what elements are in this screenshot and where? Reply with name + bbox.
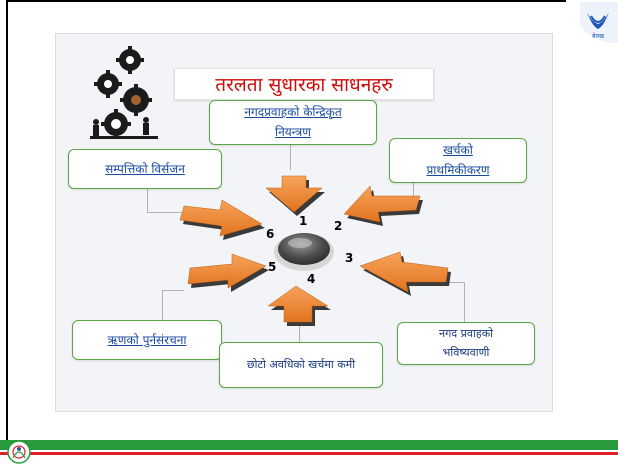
frame-left-border (6, 0, 8, 440)
footer-green-band (0, 440, 618, 450)
arrow-number-2: 2 (334, 219, 342, 233)
connector-left-h (147, 212, 187, 213)
footer-red-band (0, 452, 618, 455)
node-bottom-right-line-1: नगद प्रवाहको (439, 327, 493, 340)
arrow-number-5: 5 (268, 260, 276, 274)
arrow-number-4: 4 (307, 272, 315, 286)
node-left-line-1: सम्पत्तिको विर्सजन (105, 162, 185, 176)
connector-bottom-left-h (162, 290, 184, 291)
node-expense-prioritization: खर्चको प्राथमिकीकरण (389, 138, 527, 183)
node-bottom-line-1: छोटो अवधिको खर्चमा कमी (246, 358, 356, 371)
node-bottom-left-line-1: ऋणको पुर्नसंरचना (107, 333, 187, 347)
connector-bottom-left (162, 290, 163, 320)
connector-bottom-right (464, 282, 465, 324)
arrow-number-1: 1 (299, 214, 307, 228)
node-top-right-line-2: प्राथमिकीकरण (426, 163, 490, 177)
diagram-title: तरलता सुधारका साधनहरु (215, 74, 393, 96)
node-top-line-2: नियन्त्रण (275, 125, 311, 139)
node-asset-disposal: सम्पत्तिको विर्सजन (68, 149, 222, 189)
node-top-line-1: नगदप्रवाहको केन्द्रिकृत (244, 105, 342, 119)
arrow-number-6: 6 (266, 227, 274, 241)
node-top-right-line-1: खर्चको (443, 143, 473, 157)
connector-left (147, 188, 148, 212)
arrow-1 (265, 175, 325, 216)
node-cashflow-forecasting: नगद प्रवाहको भविष्यवाणी (397, 322, 535, 365)
arrow-2 (343, 185, 423, 226)
node-bottom-right-line-2: भविष्यवाणी (442, 346, 490, 359)
arrow-number-3: 3 (345, 251, 353, 265)
arrow-4 (267, 285, 331, 326)
footer-white-band (0, 450, 618, 452)
arrows-layer: 1 2 3 4 5 6 (179, 175, 451, 326)
center-button-icon (274, 233, 334, 271)
connector-bottom-right-h (440, 282, 464, 283)
arrow-5 (187, 253, 269, 292)
node-short-term-expense-cut: छोटो अवधिको खर्चमा कमी (219, 342, 383, 388)
connector-top-right (413, 180, 414, 198)
diagram-title-box: तरलता सुधारका साधनहरु (174, 68, 434, 100)
organization-logo-icon: बेरुख (578, 2, 618, 46)
arrow-3 (359, 251, 451, 296)
arrow-6 (179, 199, 265, 240)
connector-top (290, 142, 291, 170)
node-centralized-cashflow-control: नगदप्रवाहको केन्द्रिकृत नियन्त्रण (209, 100, 377, 145)
node-debt-restructuring: ऋणको पुर्नसंरचना (72, 320, 222, 360)
connector-bottom (299, 320, 300, 342)
logo-text: बेरुख (592, 32, 604, 40)
footer-emblem-icon (4, 440, 34, 465)
frame-top-border (6, 0, 566, 2)
gears-with-people-icon (90, 46, 158, 139)
